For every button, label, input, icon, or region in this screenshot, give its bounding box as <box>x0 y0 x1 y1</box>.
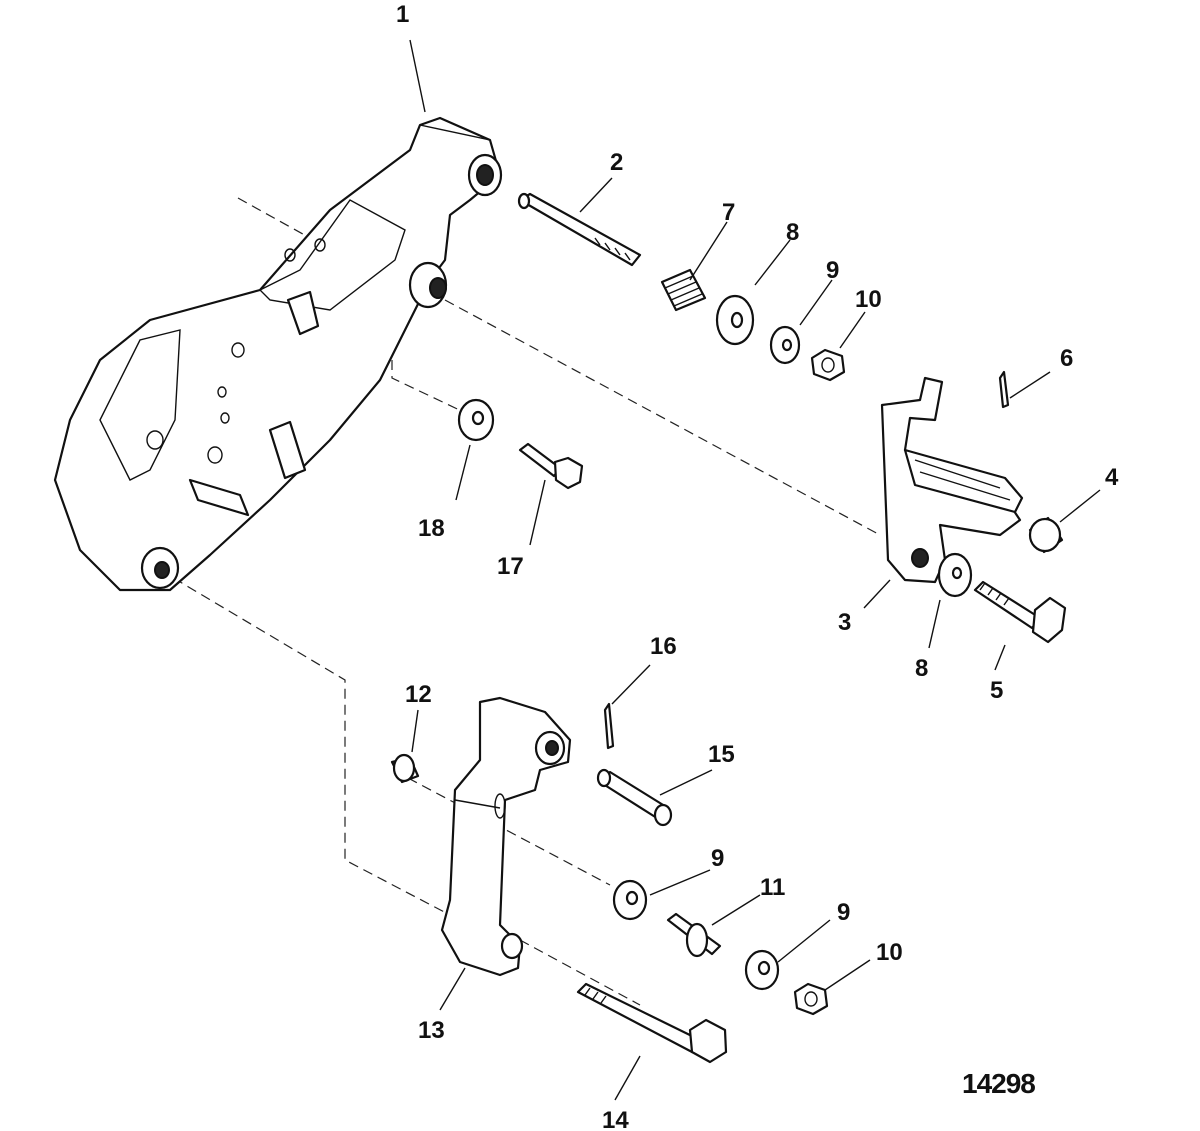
callout-13: 13 <box>418 1017 445 1044</box>
callout-17: 17 <box>497 553 524 580</box>
figure-number: 14298 <box>962 1068 1035 1099</box>
part-8-washer-lower <box>937 552 973 598</box>
callout-4: 4 <box>1105 464 1119 491</box>
callout-16: 16 <box>650 633 677 660</box>
callout-8-lower: 8 <box>915 655 928 682</box>
part-12-clip <box>390 753 420 784</box>
part-6-cotter-pin <box>998 370 1010 409</box>
part-13-lower-lever <box>440 696 572 977</box>
callout-3: 3 <box>838 609 851 636</box>
part-11-stud <box>666 912 722 958</box>
callout-14: 14 <box>602 1107 629 1131</box>
part-10-nut-lower <box>793 982 829 1016</box>
callout-9-lower: 9 <box>837 899 850 926</box>
callout-9-middle: 9 <box>711 845 724 872</box>
part-1-main-bracket <box>53 116 503 592</box>
callout-6: 6 <box>1060 345 1073 372</box>
part-18-washer <box>457 398 495 442</box>
part-7-spring <box>660 268 707 312</box>
part-3-lever <box>880 376 1024 584</box>
callout-18: 18 <box>418 515 445 542</box>
part-2-stud <box>517 192 642 267</box>
alignment-lines <box>159 197 881 1006</box>
part-8-washer-upper <box>715 294 755 346</box>
callout-7: 7 <box>722 199 735 226</box>
part-9-washer-lower <box>744 949 780 991</box>
part-15-pin <box>596 768 673 827</box>
part-10-nut-upper <box>810 348 846 382</box>
callout-10-lower: 10 <box>876 939 903 966</box>
part-16-cotter-pin <box>603 702 615 750</box>
callout-2: 2 <box>610 149 623 176</box>
callout-11: 11 <box>760 874 785 901</box>
leader-lines <box>409 39 1101 1101</box>
part-14-flange-bolt <box>576 982 728 1064</box>
part-4-cap <box>1028 516 1064 554</box>
callout-12: 12 <box>405 681 432 708</box>
callout-5: 5 <box>990 677 1003 704</box>
callout-9-upper: 9 <box>826 257 839 284</box>
part-5-bolt <box>973 580 1067 644</box>
callout-1: 1 <box>396 1 409 28</box>
callout-15: 15 <box>708 741 735 768</box>
part-17-screw <box>518 442 584 490</box>
callout-10-upper: 10 <box>855 286 882 313</box>
part-9-washer-middle <box>612 879 648 921</box>
callout-8-upper: 8 <box>786 219 799 246</box>
part-9-washer-upper <box>769 325 801 365</box>
callouts: 1 2 7 8 9 10 6 4 3 8 5 18 17 12 16 15 9 … <box>396 1 1119 1131</box>
